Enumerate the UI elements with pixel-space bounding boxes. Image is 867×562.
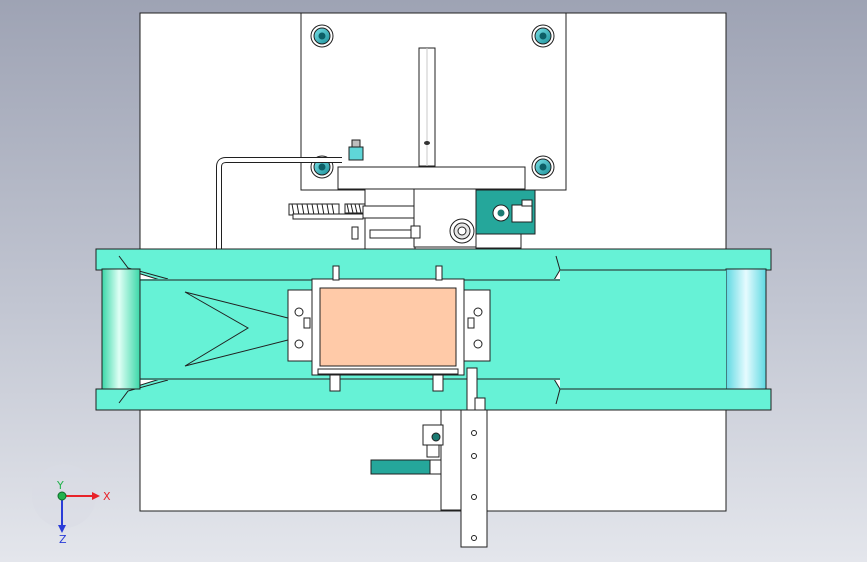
lower-bracket [440,409,462,511]
triad-y-axis [57,491,67,501]
teal-bar [370,459,436,475]
cross-bar [337,166,526,190]
hex-nut [348,139,364,161]
adjust-screw [449,218,475,244]
screw-top-left [310,24,334,48]
small-sensor [422,424,444,458]
triad-y-label: Y [56,479,64,492]
workpiece [319,287,457,367]
coordinate-triad: X Y Z [32,464,111,546]
sensor-block [475,189,536,249]
screw-top-right [531,24,555,48]
spring-right [344,203,366,214]
triad-x-label: X [103,490,111,503]
screw-mid-right [531,155,555,179]
arrow-cutout [184,291,289,367]
right-roller [725,268,767,390]
triad-z-label: Z [59,533,67,546]
left-roller [101,268,141,390]
clamp-frame-left [287,289,315,362]
